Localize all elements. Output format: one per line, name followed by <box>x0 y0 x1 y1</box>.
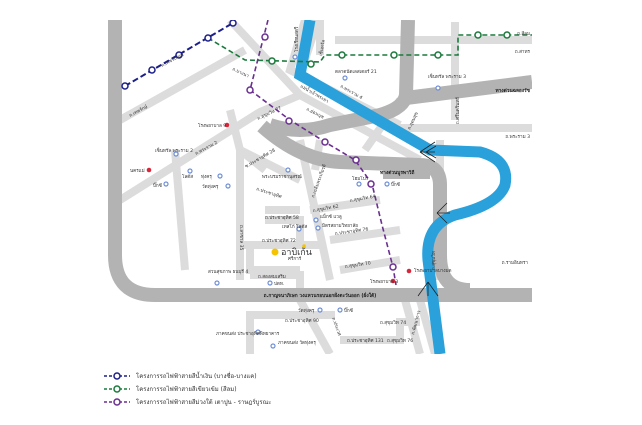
road-label: ถ.รามอินทรา <box>502 260 529 266</box>
svg-text:ตลาดนัดเลสเตอร์ 21: ตลาดนัดเลสเตอร์ 21 <box>335 68 377 75</box>
road-label: ถ.ประชาอุทิศ 58 <box>265 215 299 221</box>
road-label: ถ.ประเวศ <box>330 317 342 337</box>
svg-text:แม็กซ์ แวลู: แม็กซ์ แวลู <box>320 212 342 220</box>
purple-line <box>249 20 397 286</box>
blue-line <box>124 22 234 87</box>
legend-purple-line: โครงการรถไฟฟ้าสายสีม่วงใต้ เตาปูน - ราษฎ… <box>104 397 271 407</box>
road-label: ถ.ประชาอุทิศ 72 <box>262 238 296 244</box>
svg-text:โรงเรียนสตรี: โรงเรียนสตรี <box>293 26 300 52</box>
road-label: ถ.ประชาอุทิศ 90 <box>285 318 319 324</box>
svg-text:โรงพยาบาล 3: โรงพยาบาล 3 <box>370 278 398 285</box>
legend-label: โครงการรถไฟฟ้าสายสีเขียวเข้ม (สีลม) <box>136 386 237 393</box>
road-label: ถ.ประชาอุทิศ <box>255 186 282 200</box>
road-label: ถ.ลาซาล 35 <box>238 225 244 251</box>
svg-text:วัดทุ่งครุ: วัดทุ่งครุ <box>298 307 315 314</box>
road-label: ถ.สุขุมวิท 62 <box>312 204 339 214</box>
minor-roads <box>117 20 532 354</box>
svg-text:โรงพยาบาล 9: โรงพยาบาล 9 <box>198 122 226 129</box>
legend-label: โครงการรถไฟฟ้าสายสีน้ำเงิน (บางซื่อ-บางแ… <box>136 373 257 380</box>
road-label: ถ.สุขุมวิท 64 <box>349 194 376 204</box>
road-label: ถ.สองสมเสริม <box>258 274 286 280</box>
road-label: ถ.สีลม <box>517 30 530 37</box>
svg-text:เทสโก้ โลตัส: เทสโก้ โลตัส <box>282 223 307 230</box>
expressways <box>108 20 532 302</box>
bridge-icons <box>417 141 450 297</box>
road-label: ถ.สาทร <box>515 49 531 55</box>
svg-text:บิ๊กซี: บิ๊กซี <box>344 307 353 314</box>
road-label: ทางด่วนบูรพาวิถี <box>380 169 414 177</box>
green-line-legend-icon <box>104 385 130 393</box>
svg-text:ภาคขนส่ง ประชาอุทิศพิทยาคาร: ภาคขนส่ง ประชาอุทิศพิทยาคาร <box>216 331 280 337</box>
svg-text:บิ๊กซี: บิ๊กซี <box>153 182 162 189</box>
river <box>293 20 512 354</box>
blue-line-stations <box>121 20 237 90</box>
legend-blue-line: โครงการรถไฟฟ้าสายสีน้ำเงิน (บางซื่อ-บางแ… <box>104 371 257 381</box>
svg-text:ปตท.: ปตท. <box>274 281 284 287</box>
svg-text:ภาคขนส่ง วัดทุ่งครุ: ภาคขนส่ง วัดทุ่งครุ <box>278 339 316 346</box>
purple-line-legend-icon <box>104 398 130 406</box>
road-label: ถ.พระราม 3 <box>505 134 530 140</box>
road-label: ถ.สุขุมวิท 70 <box>344 260 371 270</box>
road-label: ถ.บางนา <box>231 67 250 79</box>
road-label: ถ.ประชาอุทิศ 131 <box>347 338 384 344</box>
hospital-markers <box>146 122 412 284</box>
svg-text:โลตัส: โลตัส <box>182 173 193 180</box>
svg-text:บิ๊กซี: บิ๊กซี <box>391 181 400 188</box>
poi-markers <box>163 54 441 349</box>
road-label: ถ.สุขุมวิท 76 <box>387 338 413 344</box>
svg-text:ทุ่งครุ: ทุ่งครุ <box>201 174 212 180</box>
legend-green-line: โครงการรถไฟฟ้าสายสีเขียวเข้ม (สีลม) <box>104 384 237 394</box>
project-dot <box>302 244 306 248</box>
road-label: ถ.กาญจนาภิเษก วงแหวนรอบนอกฝั่งตะวันออก (… <box>264 291 377 299</box>
project-marker[interactable] <box>271 248 279 256</box>
svg-text:พระบรมราชานุสรณ์: พระบรมราชานุสรณ์ <box>262 173 303 180</box>
blue-line-legend-icon <box>104 372 130 380</box>
svg-text:เซ็นทรัล พระราม 3: เซ็นทรัล พระราม 3 <box>428 72 466 80</box>
green-line-stations <box>268 31 511 68</box>
legend-label: โครงการรถไฟฟ้าสายสีม่วงใต้ เตาปูน - ราษฎ… <box>136 399 272 406</box>
project-name: อาบิเก้น <box>281 247 312 258</box>
road-label: ถ.เพชรเกษม <box>160 52 185 69</box>
svg-text:มิตรสยามวิทยาลัย: มิตรสยามวิทยาลัย <box>322 222 358 229</box>
svg-text:โฮมโปร: โฮมโปร <box>352 175 369 182</box>
svg-text:เซ็นทรัล: เซ็นทรัล <box>316 39 327 56</box>
svg-text:เซ็นทรัล พระราม 2: เซ็นทรัล พระราม 2 <box>155 146 193 154</box>
road-label: ถ.ศรีนครินทร์ <box>454 97 461 124</box>
svg-text:โรงพยาบาลบางมด: โรงพยาบาลบางมด <box>414 267 452 274</box>
road-label: ถ.สุขุมวิท <box>431 251 437 270</box>
road-label: ถ.สุขุมวิท 74 <box>380 320 406 326</box>
road-label: ทางด่วนฉลองรัช <box>495 87 530 94</box>
svg-text:สวนสุขภาพ ธนบุรี 4: สวนสุขภาพ ธนบุรี 4 <box>208 268 248 275</box>
svg-text:วัดทุ่งครุ: วัดทุ่งครุ <box>202 183 219 190</box>
road-label: ถ.ประชาอุทิศ 76 <box>334 226 368 237</box>
poi-labels: โรงเรียนสตรี เซ็นทรัล ตลาดนัดเลสเตอร์ 21… <box>130 26 466 346</box>
project-sub: ศรีการ์ <box>288 255 302 262</box>
svg-text:นครแม่: นครแม่ <box>130 168 145 174</box>
green-line <box>207 34 532 63</box>
purple-line-stations <box>246 33 397 271</box>
